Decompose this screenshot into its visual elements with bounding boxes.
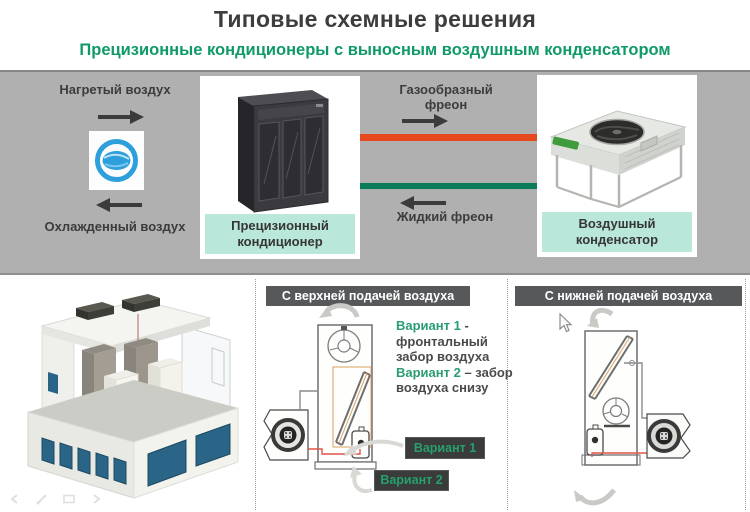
callout-arrow-variant1	[343, 439, 404, 456]
precision-conditioner-image	[238, 90, 329, 213]
badge-variant1: Вариант 1	[405, 437, 485, 459]
mouse-cursor-icon	[559, 312, 573, 333]
previous-slide-icon[interactable]	[8, 493, 22, 505]
conditioner-card: Прецизионный кондиционер	[200, 76, 360, 259]
pen-tool-icon[interactable]	[35, 493, 49, 505]
slide-title: Типовые схемные решения	[213, 6, 537, 32]
divider	[255, 279, 256, 510]
arrow-left-icon	[96, 198, 142, 212]
divider	[507, 279, 508, 510]
divider	[745, 279, 746, 510]
bottom-supply-diagram	[559, 308, 691, 506]
hot-freon-pipe	[360, 134, 537, 141]
panel-header-bottom-supply: С нижней подачей воздуха	[515, 286, 742, 306]
slide-subtitle: Прецизионные кондиционеры с выносным воз…	[79, 41, 671, 59]
building-3d-illustration	[27, 294, 239, 499]
condenser-caption: Воздушный конденсатор	[542, 211, 692, 252]
condenser-card: Воздушный конденсатор	[537, 75, 697, 257]
cooled-air-label: Охлажденный воздух	[44, 219, 186, 234]
liquid-freon-label: Жидкий фреон	[396, 209, 494, 224]
badge-variant2: Вариант 2	[374, 470, 449, 491]
variant2-name: Вариант 2	[396, 364, 461, 380]
variant1-name: Вариант 1	[396, 318, 461, 333]
cold-freon-pipe	[360, 183, 537, 189]
arrow-right-icon	[98, 110, 144, 124]
slide-menu-icon[interactable]	[62, 493, 76, 505]
next-slide-icon[interactable]	[89, 493, 103, 505]
air-condenser-image	[549, 110, 687, 209]
arrow-left-icon	[400, 196, 446, 210]
heated-air-label: Нагретый воздух	[59, 82, 171, 97]
air-circulation-icon	[89, 131, 144, 190]
gas-freon-label: Газообразный фреон	[399, 82, 493, 113]
panel-header-top-supply: С верхней подачей воздуха	[266, 286, 470, 306]
arrow-right-icon	[402, 114, 448, 128]
callout-arrow-variant2	[350, 466, 373, 493]
variant-description: Вариант 1 - фронтальный забор воздуха Ва…	[396, 318, 513, 395]
presenter-toolbar	[8, 493, 103, 505]
conditioner-caption: Прецизионный кондиционер	[205, 213, 355, 254]
